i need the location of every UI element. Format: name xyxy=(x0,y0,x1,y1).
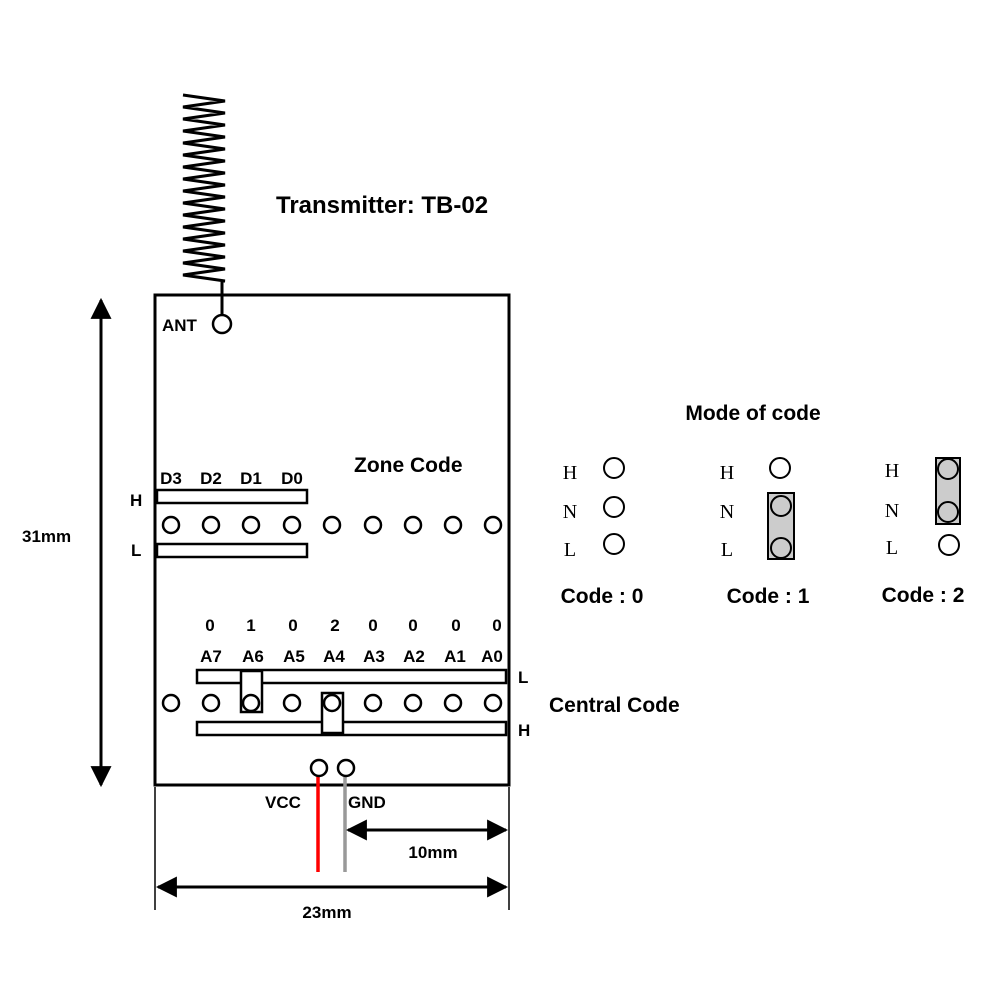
offset-dimension-label: 10mm xyxy=(408,843,457,862)
central-h-label: H xyxy=(518,721,530,740)
zone-pad xyxy=(363,515,383,535)
central-h-rail xyxy=(195,720,508,737)
zone-h-label: H xyxy=(130,491,142,510)
level-label: N xyxy=(720,501,734,523)
zone-pad xyxy=(201,515,221,535)
central-value: 0 xyxy=(205,616,214,635)
central-value: 0 xyxy=(492,616,501,635)
central-value: 1 xyxy=(246,616,255,635)
ant-pad xyxy=(211,313,233,335)
level-label: N xyxy=(563,501,577,523)
level-label: L xyxy=(721,539,733,561)
vcc-pad xyxy=(309,758,329,778)
mode-pad xyxy=(769,457,791,479)
mode-pad xyxy=(937,501,959,523)
mode-of-code-heading: Mode of code xyxy=(685,402,820,425)
zone-pad-row xyxy=(161,515,503,535)
central-pin-a6: A6 xyxy=(242,647,264,666)
level-label: H xyxy=(885,460,899,482)
central-pin-a1: A1 xyxy=(444,647,466,666)
central-pad xyxy=(241,693,261,713)
mode-code-1: H N L Code : 1 xyxy=(720,457,810,608)
level-label: H xyxy=(720,462,734,484)
mode-pad xyxy=(603,457,625,479)
zone-h-rail xyxy=(155,488,309,505)
mode-code-0: H N L Code : 0 xyxy=(561,457,644,608)
central-code-heading: Central Code xyxy=(549,694,680,717)
zone-pin-d2: D2 xyxy=(200,469,222,488)
mode-pad xyxy=(770,537,792,559)
board-outline xyxy=(153,293,511,787)
central-pad xyxy=(483,693,503,713)
mode-caption: Code : 0 xyxy=(561,585,644,608)
central-value: 2 xyxy=(330,616,339,635)
zone-pad xyxy=(241,515,261,535)
central-value: 0 xyxy=(451,616,460,635)
level-label: H xyxy=(563,462,577,484)
central-pad xyxy=(201,693,221,713)
zone-l-label: L xyxy=(131,541,141,560)
central-pad xyxy=(403,693,423,713)
zone-pad xyxy=(282,515,302,535)
central-pad xyxy=(363,693,383,713)
mode-code-2: H N L Code : 2 xyxy=(882,457,965,607)
central-l-rail xyxy=(195,668,508,685)
zone-pin-d3: D3 xyxy=(160,469,182,488)
zone-pad xyxy=(403,515,423,535)
mode-caption: Code : 2 xyxy=(882,584,965,607)
mode-pad xyxy=(938,534,960,556)
central-pin-a4: A4 xyxy=(323,647,345,666)
width-dimension-label: 23mm xyxy=(302,903,351,922)
zone-code-heading: Zone Code xyxy=(354,454,463,477)
central-pad-row xyxy=(161,693,503,713)
central-pad xyxy=(282,693,302,713)
gnd-label: GND xyxy=(348,793,386,812)
central-pin-a5: A5 xyxy=(283,647,305,666)
vcc-label: VCC xyxy=(265,793,301,812)
antenna-coil xyxy=(182,93,226,314)
gnd-pad xyxy=(336,758,356,778)
level-label: L xyxy=(564,539,576,561)
mode-pad xyxy=(770,495,792,517)
diagram-title: Transmitter: TB-02 xyxy=(276,192,488,219)
zone-pad xyxy=(443,515,463,535)
ant-label: ANT xyxy=(162,316,198,335)
height-dimension-label: 31mm xyxy=(22,527,71,546)
central-pin-a0: A0 xyxy=(481,647,503,666)
central-pad xyxy=(443,693,463,713)
level-label: L xyxy=(886,537,898,559)
level-label: N xyxy=(885,500,899,522)
mode-pad xyxy=(603,496,625,518)
central-pin-a2: A2 xyxy=(403,647,425,666)
zone-pin-d0: D0 xyxy=(281,469,303,488)
central-pad xyxy=(322,693,342,713)
zone-pad xyxy=(483,515,503,535)
zone-l-rail xyxy=(155,542,309,559)
central-pin-a3: A3 xyxy=(363,647,385,666)
zone-pin-d1: D1 xyxy=(240,469,262,488)
central-value: 0 xyxy=(288,616,297,635)
central-pin-a7: A7 xyxy=(200,647,222,666)
central-value: 0 xyxy=(408,616,417,635)
central-pad xyxy=(161,693,181,713)
central-pins: A7 A6 A5 A4 A3 A2 A1 A0 xyxy=(200,647,503,666)
mode-caption: Code : 1 xyxy=(727,585,810,608)
central-value: 0 xyxy=(368,616,377,635)
central-l-label: L xyxy=(518,668,528,687)
mode-pad xyxy=(603,533,625,555)
zone-pad xyxy=(322,515,342,535)
central-values: 0 1 0 2 0 0 0 0 xyxy=(205,616,501,635)
zone-pad xyxy=(161,515,181,535)
mode-pad xyxy=(937,458,959,480)
